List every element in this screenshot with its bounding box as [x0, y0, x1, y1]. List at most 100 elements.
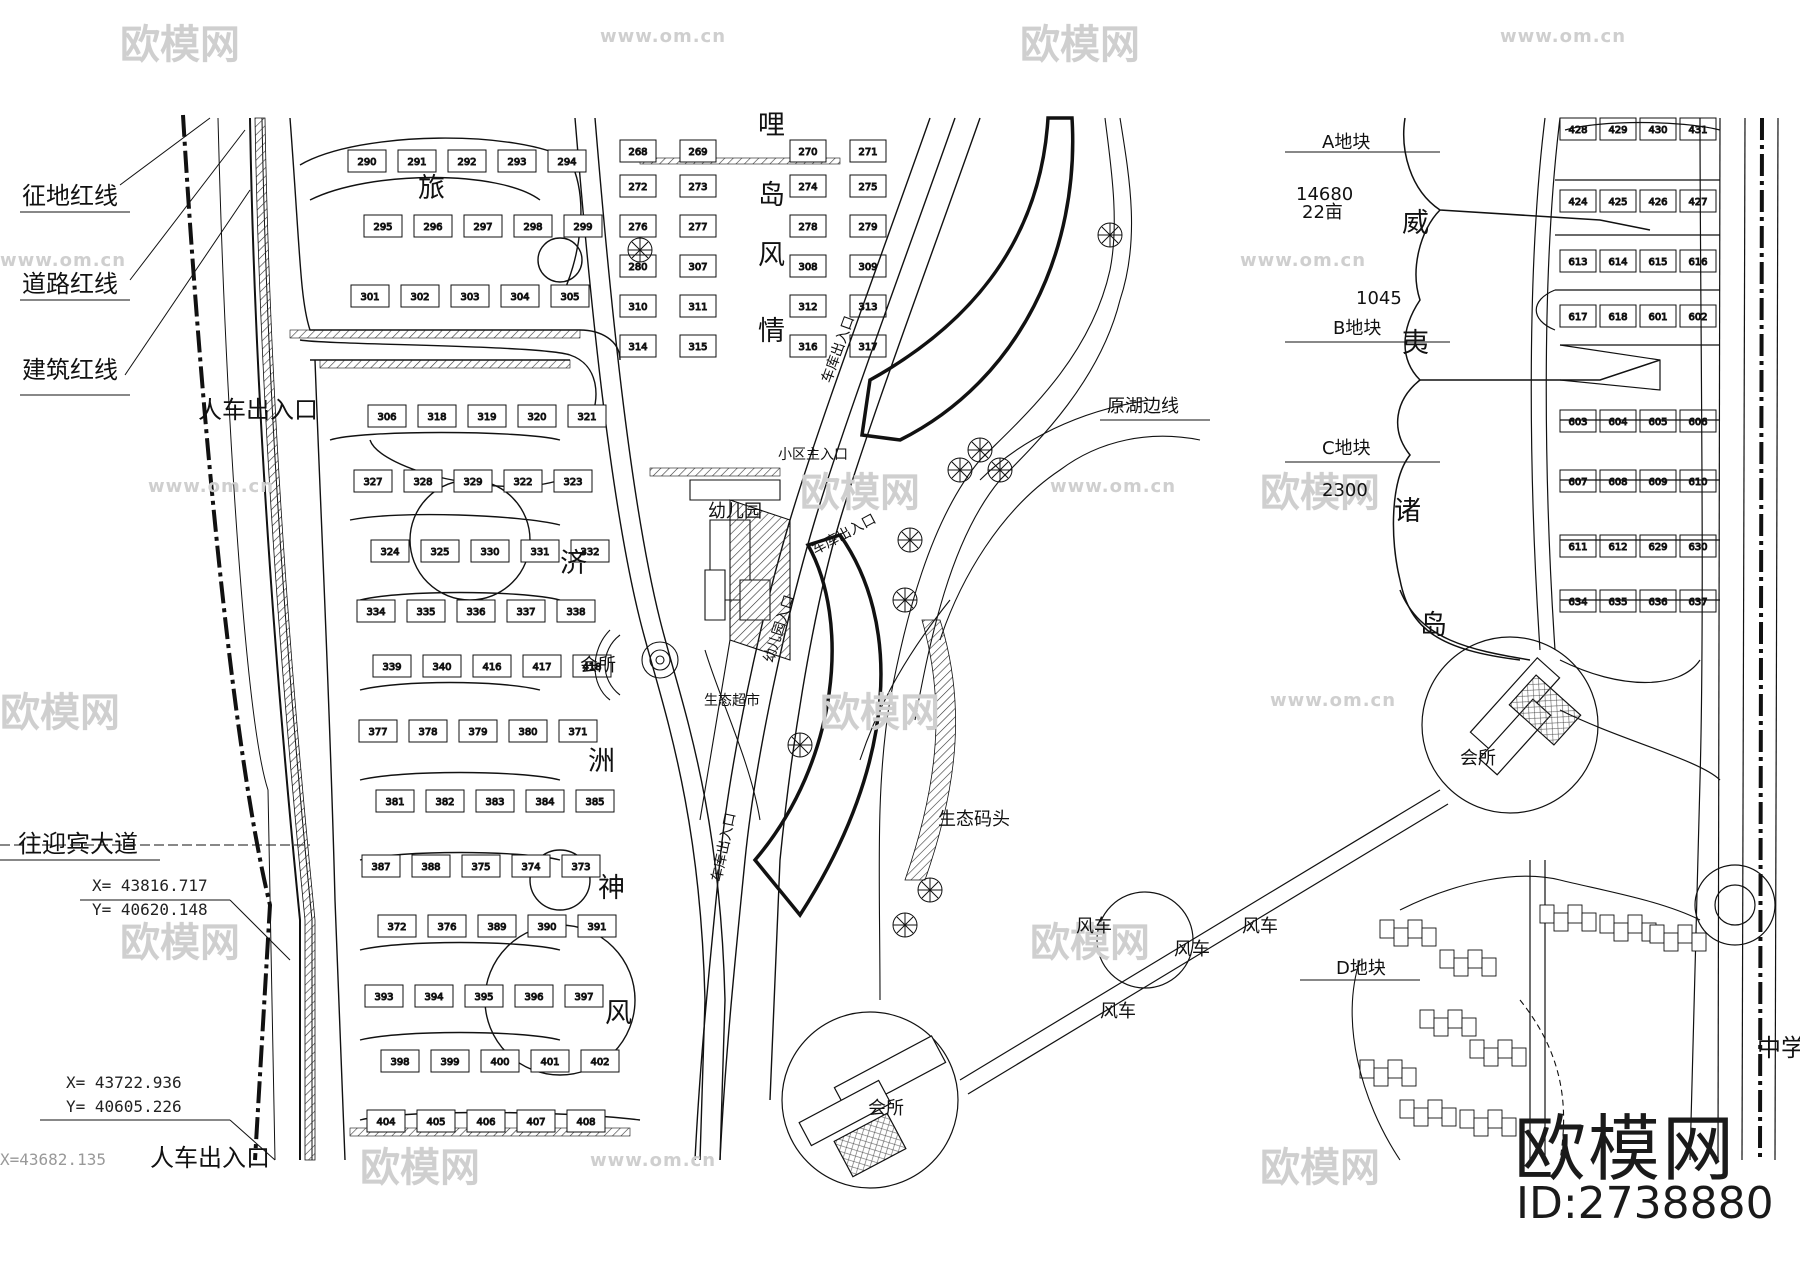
garage-ramps	[752, 116, 1075, 918]
villa-307-outline	[679, 254, 717, 278]
villa-304-outline	[500, 284, 540, 308]
villa-388-number: 388	[421, 862, 440, 873]
villa-332-number: 332	[580, 547, 599, 558]
villa-302-outline	[400, 284, 440, 308]
coord-point1-x: X= 43816.717	[92, 876, 208, 895]
villa-305-number: 305	[560, 292, 579, 303]
plot-d-building-segment	[1447, 1009, 1463, 1029]
villa-319-number: 319	[477, 412, 496, 423]
villa-297-number: 297	[473, 222, 492, 233]
villa-314-outline	[619, 334, 657, 358]
villa-296-outline	[413, 214, 453, 238]
villa-323-number: 323	[563, 477, 582, 488]
villa-334-outline	[356, 599, 396, 623]
district-char-zhou: 洲	[588, 746, 615, 777]
villa-268-number: 268	[628, 147, 647, 158]
villa-394-outline	[414, 984, 454, 1008]
villa-329-number: 329	[463, 477, 482, 488]
villa-378-outline	[408, 719, 448, 743]
villa-336-outline	[456, 599, 496, 623]
villa-332-outline	[570, 539, 610, 563]
villa-390-outline	[527, 914, 567, 938]
villa-325-outline	[420, 539, 460, 563]
entrance-west-top: 人车出入口	[198, 396, 318, 424]
villa-395-outline	[464, 984, 504, 1008]
plot-d-building-segment	[1401, 1067, 1417, 1087]
villa-637-number: 637	[1688, 597, 1707, 608]
plot-d-label: D地块	[1336, 958, 1386, 979]
plot-d-building-segment	[1613, 922, 1629, 942]
plot-d-building-segment	[1387, 1059, 1403, 1079]
plot-d-building-segment	[1459, 1109, 1475, 1129]
district-char-shen: 神	[598, 873, 625, 904]
villa-301-outline	[350, 284, 390, 308]
villa-277-outline	[679, 214, 717, 238]
villa-611-number: 611	[1568, 542, 1587, 553]
plot-d-building-segment	[1439, 949, 1455, 969]
villa-293-number: 293	[507, 157, 526, 168]
plot-d-building-segment	[1399, 1099, 1415, 1119]
villa-270-outline	[789, 139, 827, 163]
villa-618-number: 618	[1608, 312, 1627, 323]
villa-328-number: 328	[413, 477, 432, 488]
villa-337-outline	[506, 599, 546, 623]
villa-425-number: 425	[1608, 197, 1627, 208]
villa-307-number: 307	[688, 262, 707, 273]
villa-317-outline	[849, 334, 887, 358]
villa-399-outline	[430, 1049, 470, 1073]
facility-middle-school: 中学	[1757, 1034, 1800, 1062]
villa-269-number: 269	[688, 147, 707, 158]
plot-d-building-segment	[1553, 912, 1569, 932]
plot-d-building-segment	[1407, 919, 1423, 939]
entrance-west-bottom: 人车出入口	[150, 1144, 270, 1172]
villa-430-number: 430	[1648, 125, 1667, 136]
villa-612-number: 612	[1608, 542, 1627, 553]
villa-396-number: 396	[524, 992, 543, 1003]
villa-305-outline	[550, 284, 590, 308]
villa-290-outline	[347, 149, 387, 173]
villa-605-outline	[1639, 409, 1677, 433]
plot-d-building-segment	[1663, 932, 1679, 952]
villa-334-number: 334	[366, 607, 385, 618]
villa-376-number: 376	[437, 922, 456, 933]
plot-d-building-segment	[1567, 904, 1583, 924]
villa-330-outline	[470, 539, 510, 563]
district-char-ji: 济	[560, 548, 587, 579]
villa-408-outline	[566, 1109, 606, 1133]
plot-d-building-segment	[1483, 1047, 1499, 1067]
villa-276-number: 276	[628, 222, 647, 233]
facility-windmill-3: 风车	[1242, 916, 1278, 937]
villa-608-outline	[1599, 469, 1637, 493]
plot-d-building-segment	[1501, 1117, 1517, 1137]
villa-299-number: 299	[573, 222, 592, 233]
villa-320-outline	[517, 404, 557, 428]
villa-400-number: 400	[490, 1057, 509, 1068]
villa-324-outline	[370, 539, 410, 563]
villa-338-outline	[556, 599, 596, 623]
villa-398-number: 398	[390, 1057, 409, 1068]
entrance-community-main: 小区主入口	[778, 447, 848, 463]
villa-613-number: 613	[1568, 257, 1587, 268]
villa-309-number: 309	[858, 262, 877, 273]
villa-394-number: 394	[424, 992, 443, 1003]
villa-379-number: 379	[468, 727, 487, 738]
plot-d-building-segment	[1677, 924, 1693, 944]
villa-387-outline	[361, 854, 401, 878]
villa-417-number: 417	[532, 662, 551, 673]
villa-428-outline	[1559, 117, 1597, 141]
villa-406-outline	[466, 1109, 506, 1133]
facility-kindergarten: 幼儿园	[708, 501, 762, 522]
villa-376-outline	[427, 914, 467, 938]
villa-637-outline	[1679, 589, 1717, 613]
plot-d-building-segment	[1649, 924, 1665, 944]
coord-point3-x-partial: X=43682.135	[0, 1150, 106, 1169]
villa-280-outline	[619, 254, 657, 278]
plot-d-building-segment	[1539, 904, 1555, 924]
villa-321-outline	[567, 404, 607, 428]
villa-371-number: 371	[568, 727, 587, 738]
villa-274-outline	[789, 174, 827, 198]
villa-315-number: 315	[688, 342, 707, 353]
villa-601-outline	[1639, 304, 1677, 328]
